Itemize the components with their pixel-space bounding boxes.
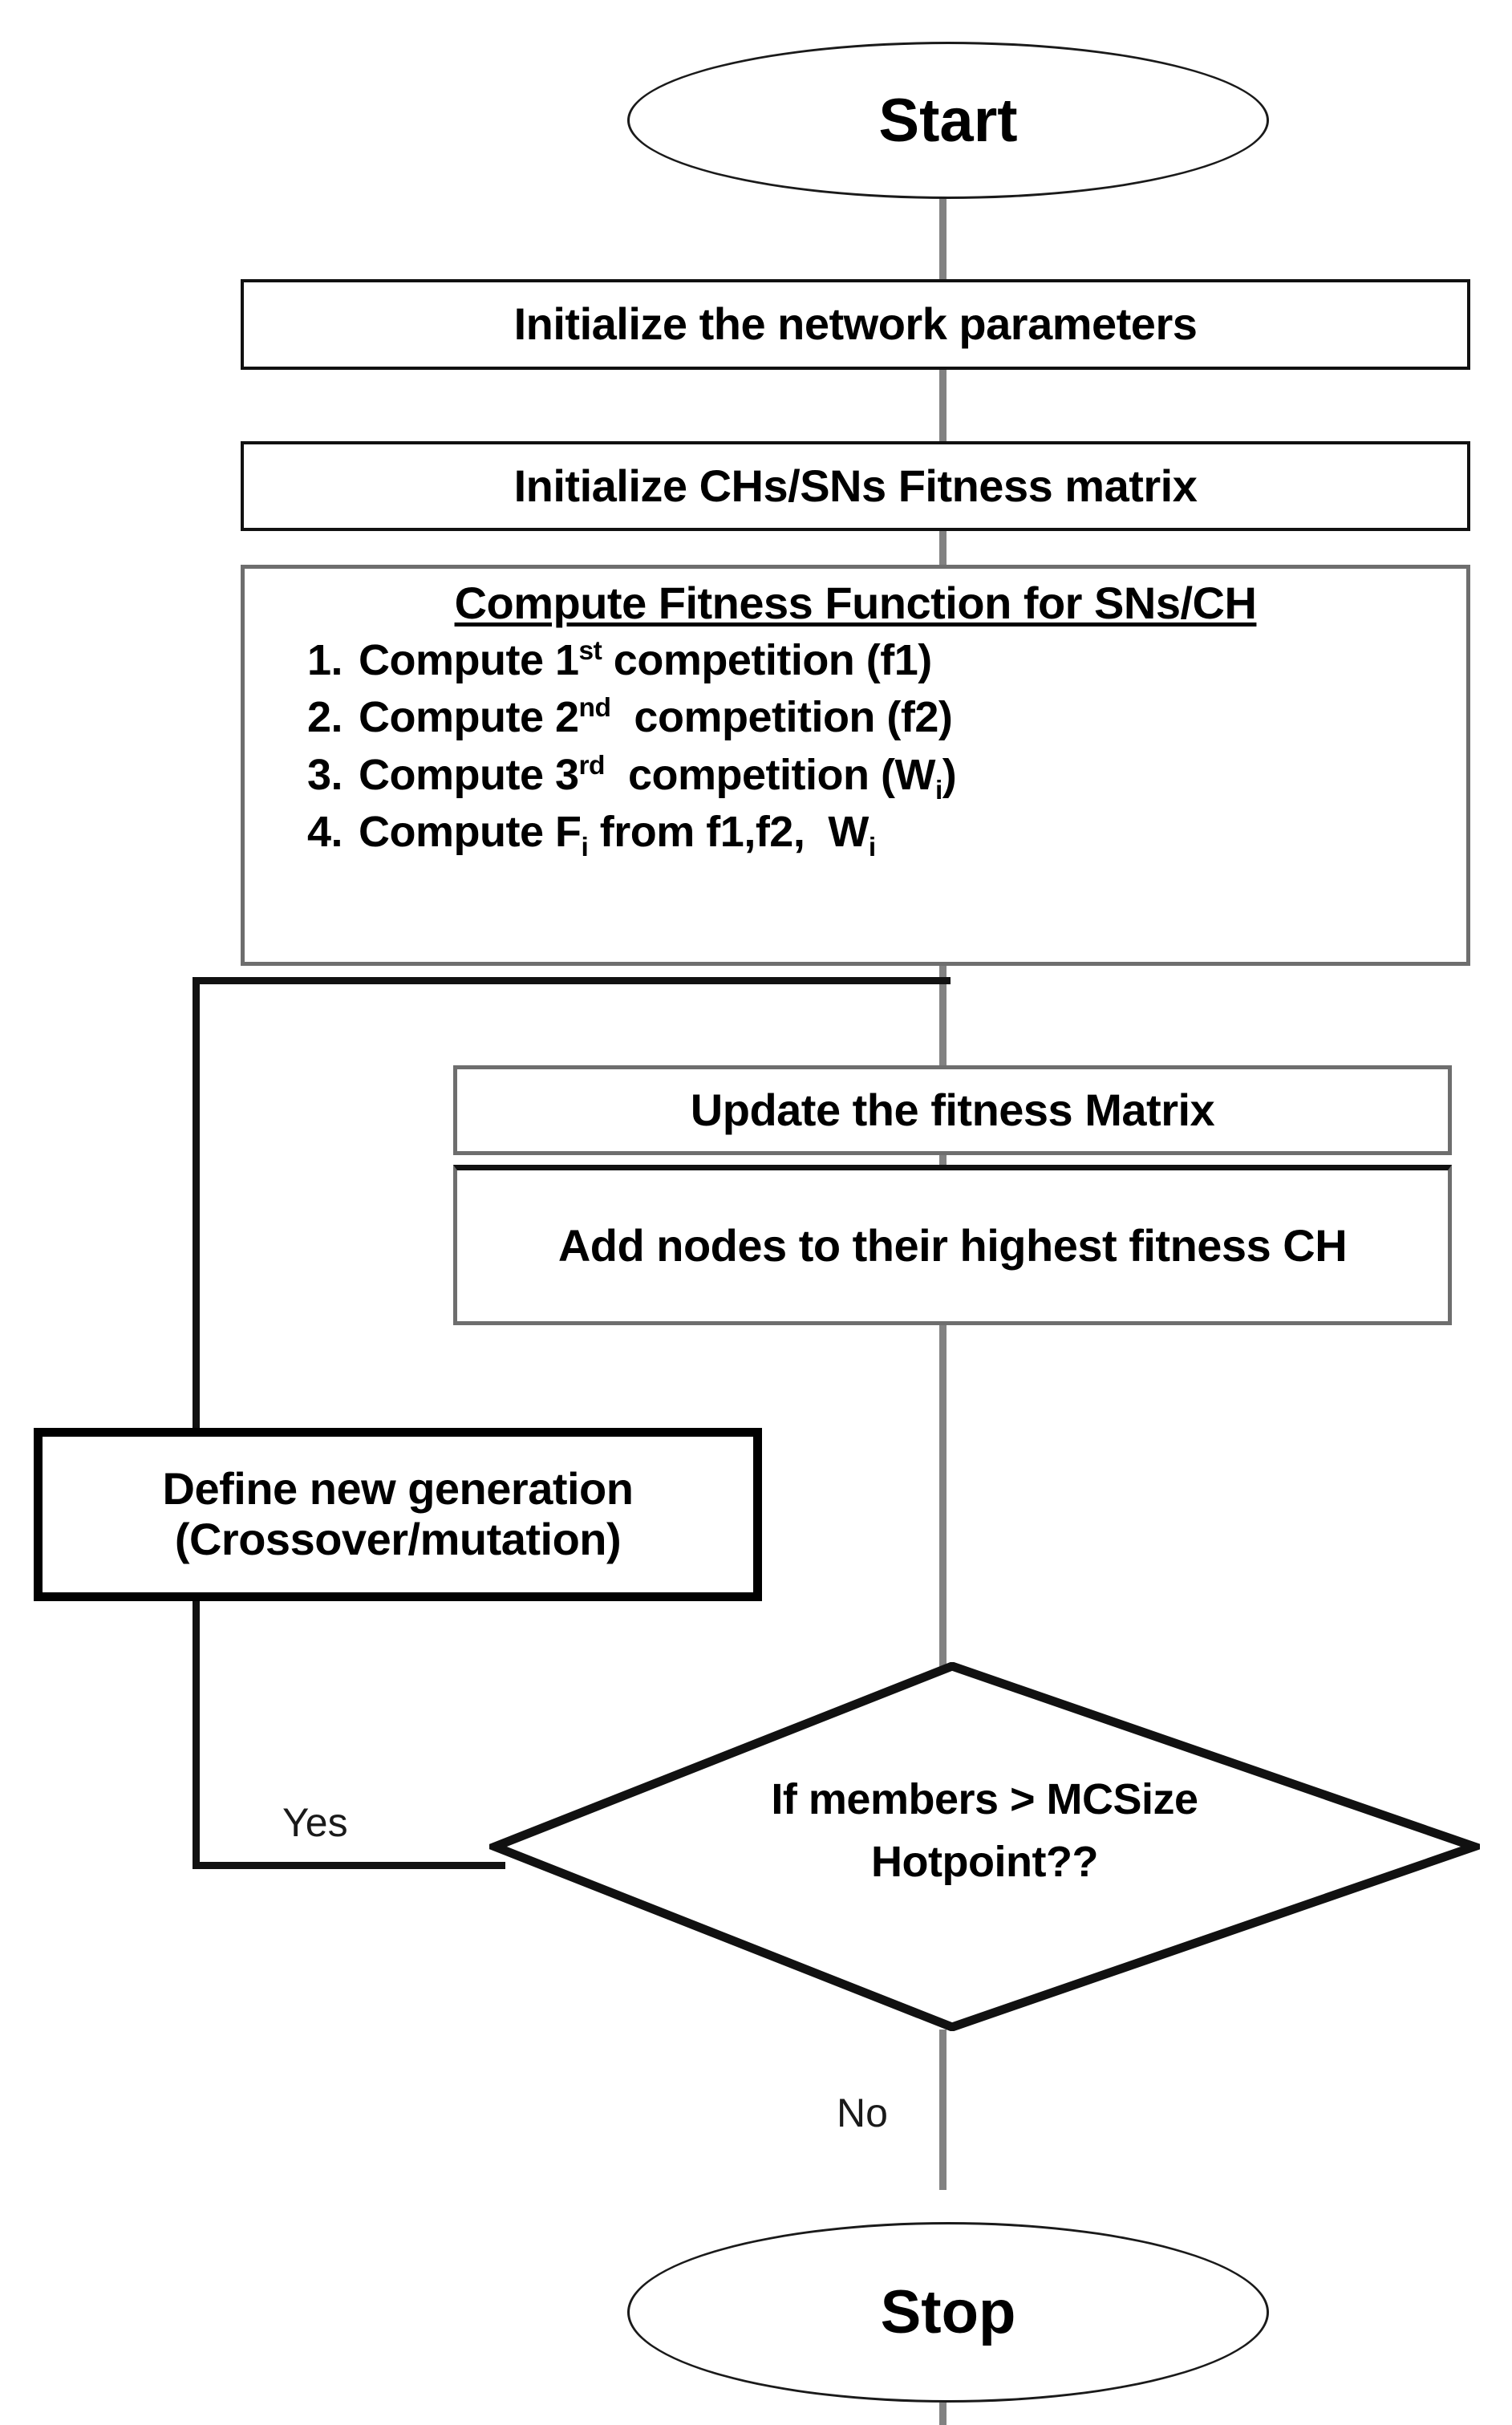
compute-step-4: 4. Compute Fi from f1,f2, Wi [307, 804, 956, 861]
stop-label: Stop [880, 2278, 1016, 2346]
feedback-loop-left-lower-segment [193, 1596, 200, 1869]
process-define-new-generation-line2: (Crossover/mutation) [174, 1514, 622, 1564]
feedback-loop-left-upper-segment [193, 977, 200, 1428]
compute-step-1-text: Compute 1st competition (f1) [359, 636, 932, 684]
connector-init-params-to-init-matrix [939, 369, 947, 441]
compute-step-4-text: Compute Fi from f1,f2, Wi [359, 807, 876, 862]
process-update-fitness-matrix-label: Update the fitness Matrix [690, 1084, 1215, 1135]
compute-step-3-text: Compute 3rd competition (Wi) [359, 750, 957, 805]
compute-step-1: 1. Compute 1st competition (f1) [307, 632, 956, 689]
connector-start-to-init-params [939, 119, 947, 279]
process-define-new-generation[interactable]: Define new generation (Crossover/mutatio… [34, 1428, 762, 1601]
connector-add-nodes-to-decision [939, 1324, 947, 1669]
connector-decision-no-to-stop [939, 2030, 947, 2190]
compute-step-2: 2. Compute 2nd competition (f2) [307, 689, 956, 746]
stop-terminator[interactable]: Stop [627, 2222, 1269, 2403]
connector-stop-stub [939, 2403, 947, 2425]
process-compute-fitness-function[interactable]: Compute Fitness Function for SNs/CH 1. C… [241, 565, 1470, 966]
process-initialize-fitness-matrix[interactable]: Initialize CHs/SNs Fitness matrix [241, 441, 1470, 531]
decision-diamond-shape [489, 1662, 1480, 2031]
process-initialize-fitness-matrix-label: Initialize CHs/SNs Fitness matrix [513, 460, 1198, 511]
compute-step-2-number: 2. [307, 693, 343, 742]
edge-label-yes: Yes [282, 1800, 348, 1845]
start-label: Start [878, 86, 1018, 155]
decision-label-block: If members > MCSize Hotpoint?? [489, 1768, 1480, 1894]
process-initialize-network-parameters[interactable]: Initialize the network parameters [241, 279, 1470, 370]
compute-step-2-text: Compute 2nd competition (f2) [359, 693, 953, 742]
compute-fitness-steps: 1. Compute 1st competition (f1) 2. Compu… [245, 632, 957, 861]
process-add-nodes-to-highest-fitness-ch[interactable]: Add nodes to their highest fitness CH [453, 1165, 1452, 1325]
connector-compute-to-update-matrix [939, 963, 947, 1067]
compute-step-1-number: 1. [307, 636, 343, 684]
process-initialize-network-parameters-label: Initialize the network parameters [513, 298, 1198, 350]
compute-fitness-title: Compute Fitness Function for SNs/CH [454, 578, 1257, 628]
compute-step-4-number: 4. [307, 807, 343, 856]
decision-members-greater-than-mcsize[interactable]: If members > MCSize Hotpoint?? [489, 1662, 1480, 2031]
compute-step-3-number: 3. [307, 750, 343, 799]
process-add-nodes-to-highest-fitness-ch-label: Add nodes to their highest fitness CH [557, 1219, 1348, 1271]
feedback-loop-top-segment [193, 977, 951, 984]
edge-label-no: No [837, 2090, 888, 2135]
feedback-loop-yes-segment [193, 1862, 505, 1869]
decision-label-line2: Hotpoint?? [871, 1838, 1098, 1887]
start-terminator[interactable]: Start [627, 42, 1269, 199]
compute-step-3: 3. Compute 3rd competition (Wi) [307, 747, 957, 805]
decision-label-line1: If members > MCSize [771, 1775, 1198, 1823]
process-update-fitness-matrix[interactable]: Update the fitness Matrix [453, 1065, 1452, 1155]
connector-init-matrix-to-compute [939, 529, 947, 578]
process-define-new-generation-line1: Define new generation [162, 1463, 634, 1515]
